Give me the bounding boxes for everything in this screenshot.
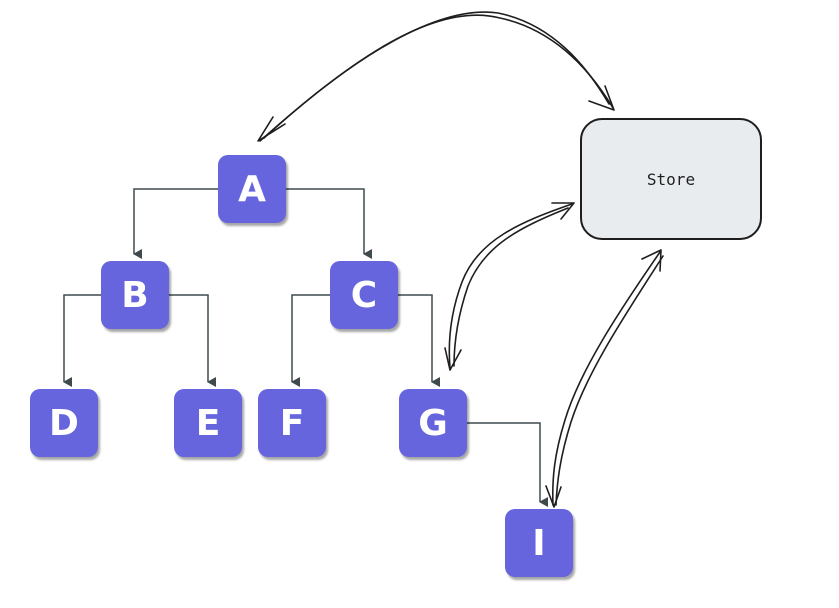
arrow-store-i: [545, 249, 664, 508]
node-c: C: [330, 261, 398, 329]
node-g: G: [399, 389, 467, 457]
node-i: I: [505, 509, 573, 577]
arrow-store-g: [444, 202, 575, 371]
node-e: E: [174, 389, 242, 457]
node-i-label: I: [532, 522, 546, 564]
node-b-label: B: [121, 274, 149, 316]
edge-b-e: [168, 294, 216, 387]
node-a: A: [218, 155, 286, 223]
node-d-label: D: [49, 402, 79, 444]
edge-c-f: [291, 294, 330, 387]
edge-b-d: [63, 294, 101, 387]
node-c-label: C: [350, 274, 378, 316]
node-b: B: [101, 261, 169, 329]
store-box: Store: [580, 118, 762, 240]
node-f-label: F: [279, 402, 305, 444]
edge-a-b: [133, 188, 218, 259]
store-label: Store: [646, 169, 696, 189]
node-d: D: [30, 389, 98, 457]
node-e-label: E: [195, 402, 221, 444]
edge-a-c: [286, 188, 372, 259]
node-f: F: [258, 389, 326, 457]
edge-g-i: [467, 422, 548, 507]
node-a-label: A: [238, 168, 266, 210]
arrow-store-a: [257, 11, 615, 142]
edge-c-g: [398, 294, 440, 387]
node-g-label: G: [418, 402, 448, 444]
